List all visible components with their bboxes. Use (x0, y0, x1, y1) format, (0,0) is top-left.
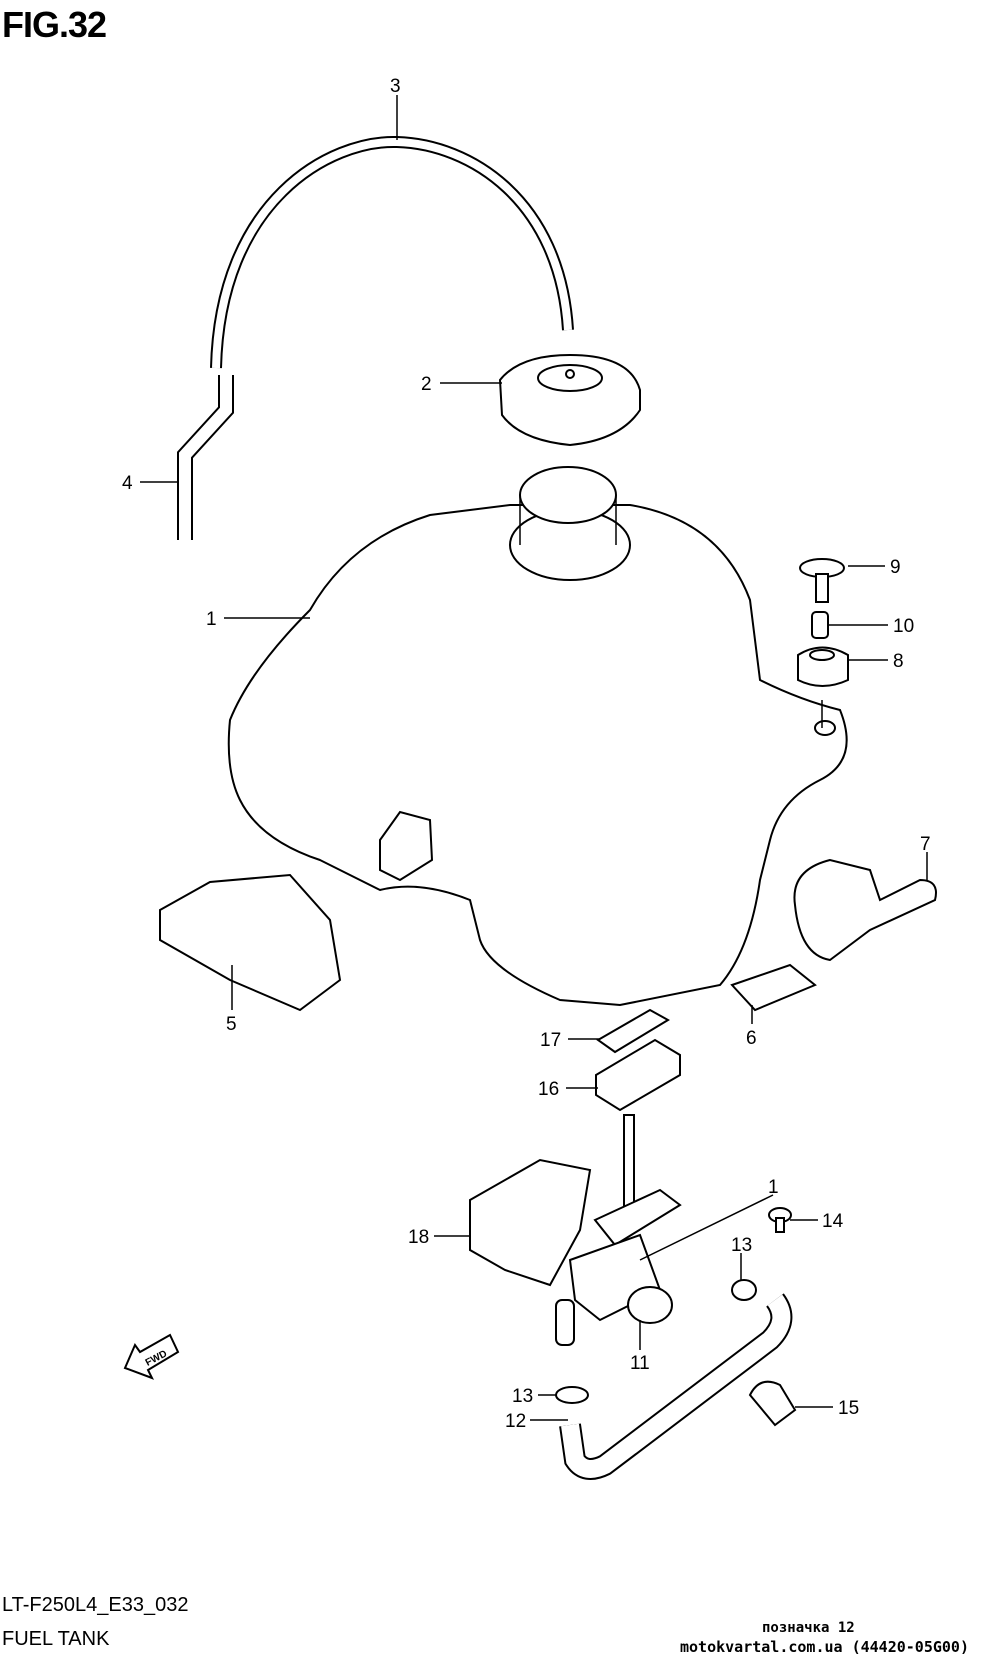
callout-3: 3 (390, 76, 401, 97)
callout-1: 1 (206, 609, 217, 630)
callout-12: 12 (505, 1411, 526, 1432)
part-14-screw (768, 1207, 792, 1233)
part-13-clamp (555, 1386, 589, 1404)
part-15-clamp (748, 1380, 797, 1427)
model-code: LT-F250L4_E33_032 (2, 1594, 189, 1616)
part-4-hose (177, 375, 234, 540)
part-16-gasket (595, 1038, 681, 1112)
callout-10: 10 (893, 616, 914, 637)
part-7-holder (793, 858, 937, 962)
callout-11: 11 (630, 1353, 650, 1374)
callout-2: 2 (421, 374, 432, 395)
part-12-fuel-hose (559, 1293, 793, 1480)
callout-16: 16 (538, 1079, 559, 1100)
part-5-bracket (159, 873, 342, 1012)
fwd-arrow-icon: FWD (123, 1333, 180, 1380)
callout-15: 15 (838, 1398, 859, 1419)
callout-14: 14 (822, 1211, 844, 1232)
part-10-collar (811, 611, 829, 639)
callout-17: 17 (540, 1030, 561, 1051)
callout-7: 7 (920, 834, 931, 855)
callout-5: 5 (226, 1014, 237, 1035)
part-9-bolt (799, 558, 845, 603)
part-18-bracket (469, 1158, 592, 1287)
part-2-fuel-cap (498, 353, 641, 447)
part-1-fuel-tank (227, 466, 848, 1007)
leader-lines (140, 95, 928, 1421)
callout-18: 18 (408, 1227, 429, 1248)
part-13-clamp (731, 1279, 757, 1301)
callout-8: 8 (893, 651, 904, 672)
callout-13: 13 (731, 1235, 752, 1256)
part-11-fuel-cock (555, 1114, 682, 1346)
part-6-pad (730, 963, 817, 1012)
callout-1b: 1 (768, 1177, 779, 1198)
callout-4: 4 (122, 473, 133, 494)
watermark-line-1: позначка 12 (762, 1620, 855, 1636)
callout-9: 9 (890, 557, 901, 578)
callout-13: 13 (512, 1386, 533, 1407)
part-8-cushion (797, 646, 849, 687)
section-name: FUEL TANK (2, 1628, 110, 1650)
part-3-breather-hose (210, 135, 574, 369)
callout-6: 6 (746, 1028, 757, 1049)
watermark-line-2: motokvartal.com.ua (44420-05G00) (680, 1638, 969, 1656)
figure-title: FIG.32 (2, 4, 107, 45)
part-17-gasket (596, 1008, 670, 1054)
